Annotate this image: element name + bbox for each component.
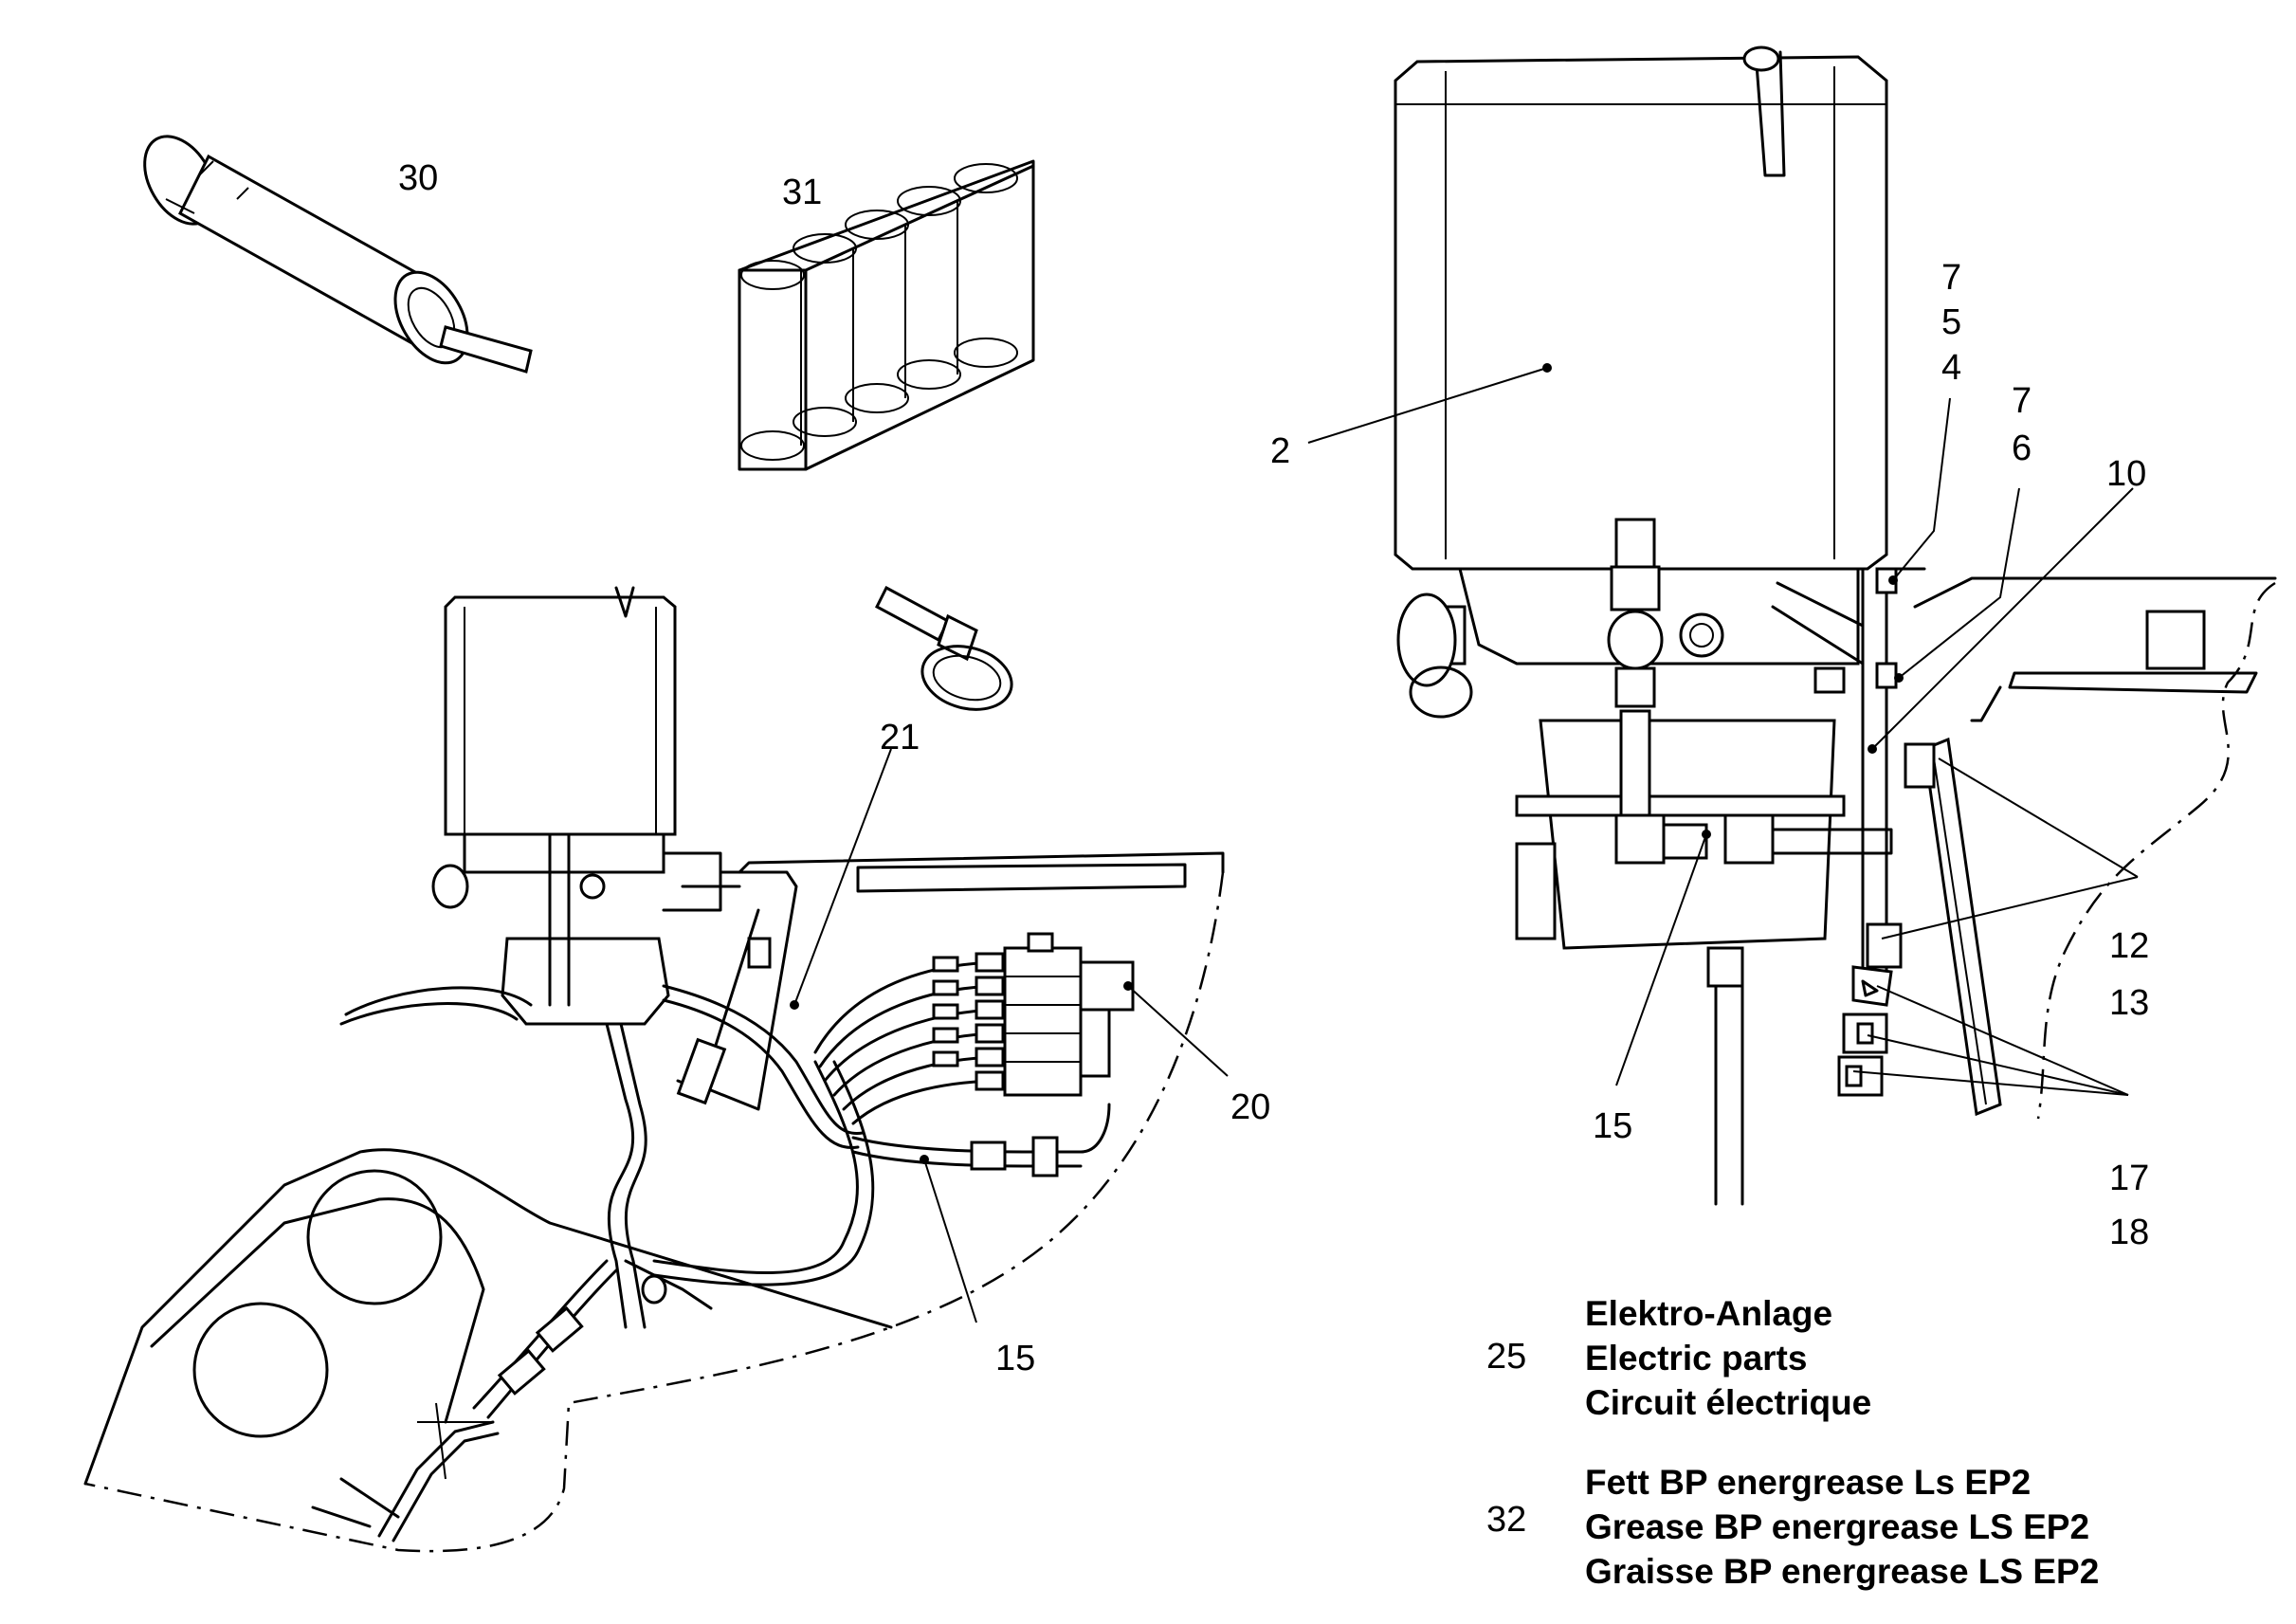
- callout-30: 30: [398, 158, 438, 198]
- callout-18: 18: [2109, 1213, 2149, 1252]
- callout-12: 12: [2109, 926, 2149, 966]
- machine-frame-left-drawing: [83, 871, 1225, 1553]
- callout-20: 20: [1230, 1087, 1270, 1127]
- pump-unit-left-drawing: [339, 586, 1225, 1329]
- callout-4: 4: [1941, 348, 1961, 388]
- callout-7-upper: 7: [1941, 258, 1961, 298]
- legend-number-25: 25: [1486, 1337, 1527, 1377]
- grease-cartridge-drawing: [143, 135, 533, 374]
- legend-number-32: 32: [1486, 1500, 1527, 1540]
- callout-31: 31: [782, 173, 822, 212]
- callout-17: 17: [2109, 1159, 2149, 1198]
- cartridge-box-drawing: [738, 159, 1035, 471]
- callout-13: 13: [2109, 983, 2149, 1023]
- callout-10: 10: [2106, 454, 2146, 494]
- leader-lines: [790, 363, 2139, 1323]
- distributor-block-drawing: [813, 932, 1135, 1177]
- callout-5: 5: [1941, 302, 1961, 342]
- pump-unit-right-drawing: [1394, 46, 1926, 1206]
- callout-2: 2: [1270, 431, 1290, 471]
- callout-21: 21: [880, 718, 920, 757]
- legend-electric-parts: Elektro-Anlage Electric parts Circuit él…: [1585, 1291, 1871, 1425]
- machine-frame-right-drawing: [1837, 576, 2277, 1120]
- legend-grease: Fett BP energrease Ls EP2 Grease BP ener…: [1585, 1460, 2099, 1594]
- legend-line-en: Grease BP energrease LS EP2: [1585, 1507, 2090, 1546]
- legend-line-en: Electric parts: [1585, 1339, 1808, 1378]
- legend-line-de: Elektro-Anlage: [1585, 1294, 1833, 1333]
- callout-15-left: 15: [995, 1339, 1035, 1378]
- callout-15-right: 15: [1593, 1106, 1632, 1146]
- callout-7-lower: 7: [2012, 381, 2032, 421]
- legend-line-fr: Graisse BP energrease LS EP2: [1585, 1552, 2100, 1591]
- callout-6: 6: [2012, 429, 2032, 468]
- legend-line-de: Fett BP energrease Ls EP2: [1585, 1463, 2032, 1502]
- cable-tie-drawing: [875, 585, 1013, 711]
- legend-line-fr: Circuit électrique: [1585, 1383, 1872, 1422]
